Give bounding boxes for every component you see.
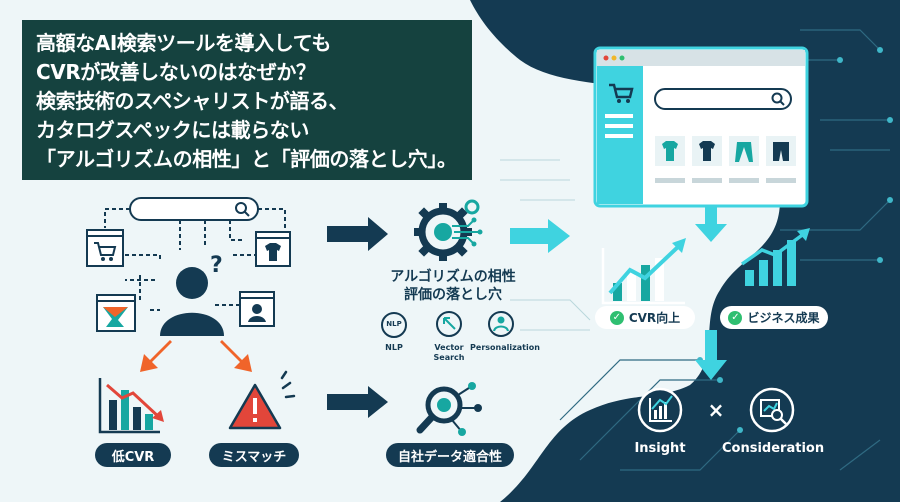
cyan-arrow-right-icon [510,219,570,253]
personalization-icon [488,311,514,337]
algorithm-fit-label: アルゴリズムの相性 [390,269,516,285]
personalization-label: Personalization [470,343,540,352]
cvr-up-badge: ✓ CVR向上 [595,306,695,329]
consideration-label: Consideration [722,441,825,456]
evaluation-pitfall-label: 評価の落とし穴 [404,287,502,303]
headline-line-3: 検索技術のスペシャリストが語る、 [36,89,349,113]
check-icon: ✓ [609,310,624,325]
tech-icons [381,311,514,338]
headline-line-5: 「アルゴリズムの相性」と「評価の落とし穴」。 [36,147,457,171]
user-silhouette-icon [176,267,208,299]
search-icon [235,202,247,214]
navy-arrow-top-icon [327,217,388,251]
nlp-icon [381,312,407,338]
cvr-up-label: CVR向上 [628,311,681,325]
business-chart-icon [740,228,810,286]
cyan-arrow-down-bottom-icon [695,330,727,380]
nlp-label: NLP [385,343,403,352]
headline-box: 高額なAI検索ツールを導入しても CVRが改善しないのはなぜか？ 検索技術のスペ… [22,20,472,180]
insight-label: Insight [634,441,686,456]
orange-arrow-left-icon [140,340,172,372]
circuit-dots [697,47,893,433]
search-bar-left [129,197,259,221]
flow-diagram: ? [86,197,296,434]
mismatch-badge: ミスマッチ [209,443,299,467]
consideration-circle-icon [749,387,795,433]
orange-arrow-right-icon [220,340,252,372]
check-icon: ✓ [728,310,743,325]
circuit-lines [559,29,891,471]
headline-line-4: カタログスペックには載らない [36,118,309,142]
vector-label-1: Vector [434,343,464,352]
business-result-label: ビジネス成果 [747,311,820,325]
gear-brain-icon [414,199,483,261]
light-circuit-lines [500,159,591,331]
navy-arrow-bottom-icon [327,386,388,418]
declining-chart-icon [98,378,164,434]
rising-chart-icon [601,238,686,305]
cyan-arrow-down-top-icon [695,206,727,242]
times-symbol: × [707,398,725,422]
data-magnifier-icon [416,382,482,436]
data-fit-badge: 自社データ適合性 [386,443,514,467]
nlp-badge-text: NLP [386,320,402,328]
question-mark-icon: ? [210,253,223,278]
warning-icon [228,370,296,430]
low-cvr-badge: 低CVR [95,443,171,467]
insight-circle-icon [637,387,683,433]
shop-browser-mockup [593,46,809,208]
vector-label-2: Search [433,353,465,362]
flow-arrows [104,208,286,311]
business-result-badge: ✓ ビジネス成果 [720,306,828,329]
vector-search-icon [436,311,462,337]
headline-line-2: CVRが改善しないのはなぜか？ [36,60,316,84]
headline-line-1: 高額なAI検索ツールを導入しても [36,31,331,55]
